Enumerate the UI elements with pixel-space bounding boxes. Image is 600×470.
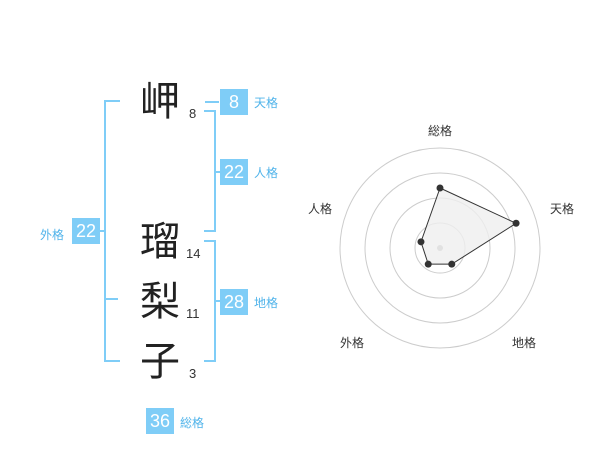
radar-label-tenkaku: 天格 [550, 202, 575, 216]
gaikaku-badge: 22 [72, 218, 100, 244]
radar-ring-4 [339, 147, 541, 349]
gaikaku-bracket [104, 100, 120, 362]
tenkaku-connector [205, 101, 219, 103]
name-char-4: 子 [140, 339, 180, 385]
radar-point-3 [448, 260, 456, 268]
jinkaku-label: 人格 [254, 166, 279, 180]
radar-label-chikaku: 地格 [512, 336, 537, 350]
gaikaku-bracket-split [104, 298, 118, 300]
jinkaku-connector [214, 171, 220, 173]
gaikaku-label: 外格 [40, 228, 65, 242]
stroke-count-4: 3 [189, 366, 197, 381]
radar-point-5 [417, 238, 425, 246]
gaikaku-connector [99, 230, 105, 232]
radar-label-gaikaku: 外格 [340, 336, 365, 350]
chikaku-connector [214, 300, 220, 302]
name-char-2: 瑠 [140, 219, 180, 265]
radar-ring-3 [364, 172, 516, 324]
jinkaku-badge: 22 [220, 159, 248, 185]
radar-label-jinkaku: 人格 [308, 202, 333, 216]
radar-point-1 [436, 184, 444, 192]
radar-point-2 [512, 219, 520, 227]
radar-point-4 [424, 260, 432, 268]
chikaku-badge: 28 [220, 289, 248, 315]
name-char-3: 梨 [140, 279, 180, 325]
soukaku-label: 総格 [180, 416, 205, 430]
radar-label-soukaku: 総格 [428, 124, 453, 138]
stroke-count-1: 8 [189, 106, 197, 121]
radar-score-area [420, 187, 518, 265]
soukaku-badge: 36 [146, 408, 174, 434]
stroke-count-2: 14 [186, 246, 201, 261]
tenkaku-badge: 8 [220, 89, 248, 115]
tenkaku-label: 天格 [254, 96, 279, 110]
stroke-count-3: 11 [186, 306, 200, 321]
chikaku-label: 地格 [254, 296, 279, 310]
name-char-1: 岬 [140, 79, 180, 125]
